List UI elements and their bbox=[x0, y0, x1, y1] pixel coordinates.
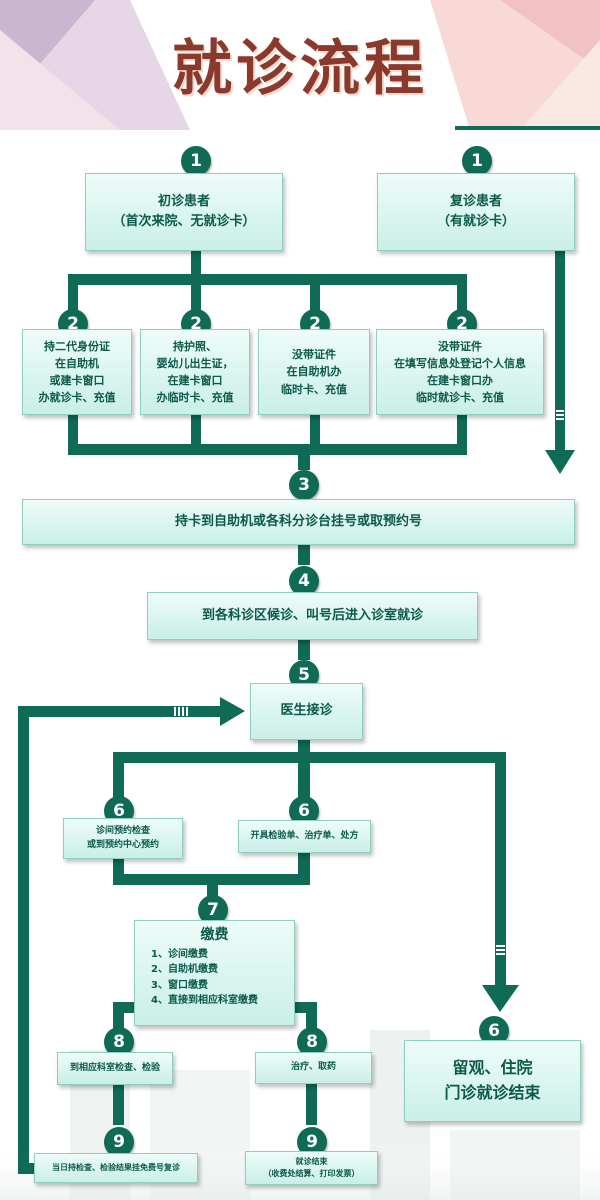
payment-item: 2、自助机缴费 bbox=[151, 964, 218, 976]
doctor-box: 医生接诊 bbox=[250, 683, 363, 740]
step-number-4: 4 bbox=[289, 566, 319, 596]
register-text: 持卡到自助机或各科分诊台挂号或取预约号 bbox=[174, 513, 422, 529]
first-visit-text: 初诊患者 （首次来院、无就诊卡） bbox=[112, 193, 256, 229]
exam-text: 到相应科室检查、检验 bbox=[69, 1062, 160, 1073]
treat-text: 治疗、取药 bbox=[290, 1062, 336, 1073]
return-visit-box: 复诊患者 （有就诊卡） bbox=[377, 173, 575, 251]
step-number-3: 3 bbox=[289, 470, 319, 500]
payment-box: 缴费 1、诊间缴费 2、自助机缴费 3、窗口缴费 4、直接到相应科室缴费 bbox=[134, 920, 295, 1026]
no-id-machine-box: 没带证件 在自助机办 临时卡、充值 bbox=[258, 329, 370, 415]
prescribe-text: 开具检验单、治疗单、处方 bbox=[250, 830, 359, 841]
finish-box: 就诊结束 （收费处结算、打印发票） bbox=[245, 1151, 378, 1185]
no-id-window-text: 没带证件 在填写信息处登记个人信息 在建卡窗口办 临时就诊卡、充值 bbox=[394, 339, 526, 405]
page-title: 就诊流程 bbox=[172, 34, 428, 104]
admit-text: 留观、住院 门诊就诊结束 bbox=[444, 1058, 541, 1102]
payment-item: 3、窗口缴费 bbox=[151, 979, 208, 991]
id-card-box: 持二代身份证 在自助机 或建卡窗口 办就诊卡、充值 bbox=[22, 329, 132, 415]
passport-text: 持护照、 婴幼儿出生证， 在建卡窗口 办临时卡、充值 bbox=[156, 339, 234, 405]
id-card-text: 持二代身份证 在自助机 或建卡窗口 办就诊卡、充值 bbox=[38, 339, 116, 405]
header-background bbox=[0, 0, 600, 130]
register-box: 持卡到自助机或各科分诊台挂号或取预约号 bbox=[22, 499, 575, 545]
treat-box: 治疗、取药 bbox=[255, 1052, 372, 1084]
exam-box: 到相应科室检查、检验 bbox=[57, 1052, 173, 1085]
no-id-machine-text: 没带证件 在自助机办 临时卡、充值 bbox=[281, 348, 347, 396]
passport-box: 持护照、 婴幼儿出生证， 在建卡窗口 办临时卡、充值 bbox=[140, 329, 250, 415]
step-number-1: 1 bbox=[462, 146, 492, 176]
payment-title: 缴费 bbox=[200, 927, 229, 943]
header-rule bbox=[455, 126, 600, 130]
step-number-1: 1 bbox=[181, 146, 211, 176]
appointment-text: 诊间预约检查 或到预约中心预约 bbox=[86, 825, 159, 850]
appointment-box: 诊间预约检查 或到预约中心预约 bbox=[63, 818, 183, 859]
wait-box: 到各科诊区候诊、叫号后进入诊室就诊 bbox=[147, 592, 478, 640]
no-id-window-box: 没带证件 在填写信息处登记个人信息 在建卡窗口办 临时就诊卡、充值 bbox=[376, 329, 544, 415]
wait-text: 到各科诊区候诊、叫号后进入诊室就诊 bbox=[201, 607, 423, 623]
prescribe-box: 开具检验单、治疗单、处方 bbox=[238, 820, 371, 853]
return-visit-text: 复诊患者 （有就诊卡） bbox=[436, 193, 515, 229]
doctor-text: 医生接诊 bbox=[280, 703, 333, 719]
finish-text: 就诊结束 （收费处结算、打印发票） bbox=[263, 1156, 360, 1178]
followup-text: 当日持检查、检验结果挂免费号复诊 bbox=[52, 1162, 180, 1172]
followup-box: 当日持检查、检验结果挂免费号复诊 bbox=[34, 1153, 198, 1183]
admit-box: 留观、住院 门诊就诊结束 bbox=[404, 1040, 581, 1122]
step-number-9: 9 bbox=[104, 1127, 134, 1157]
payment-item: 4、直接到相应科室缴费 bbox=[151, 995, 258, 1007]
payment-item: 1、诊间缴费 bbox=[151, 948, 208, 960]
first-visit-box: 初诊患者 （首次来院、无就诊卡） bbox=[85, 173, 283, 251]
